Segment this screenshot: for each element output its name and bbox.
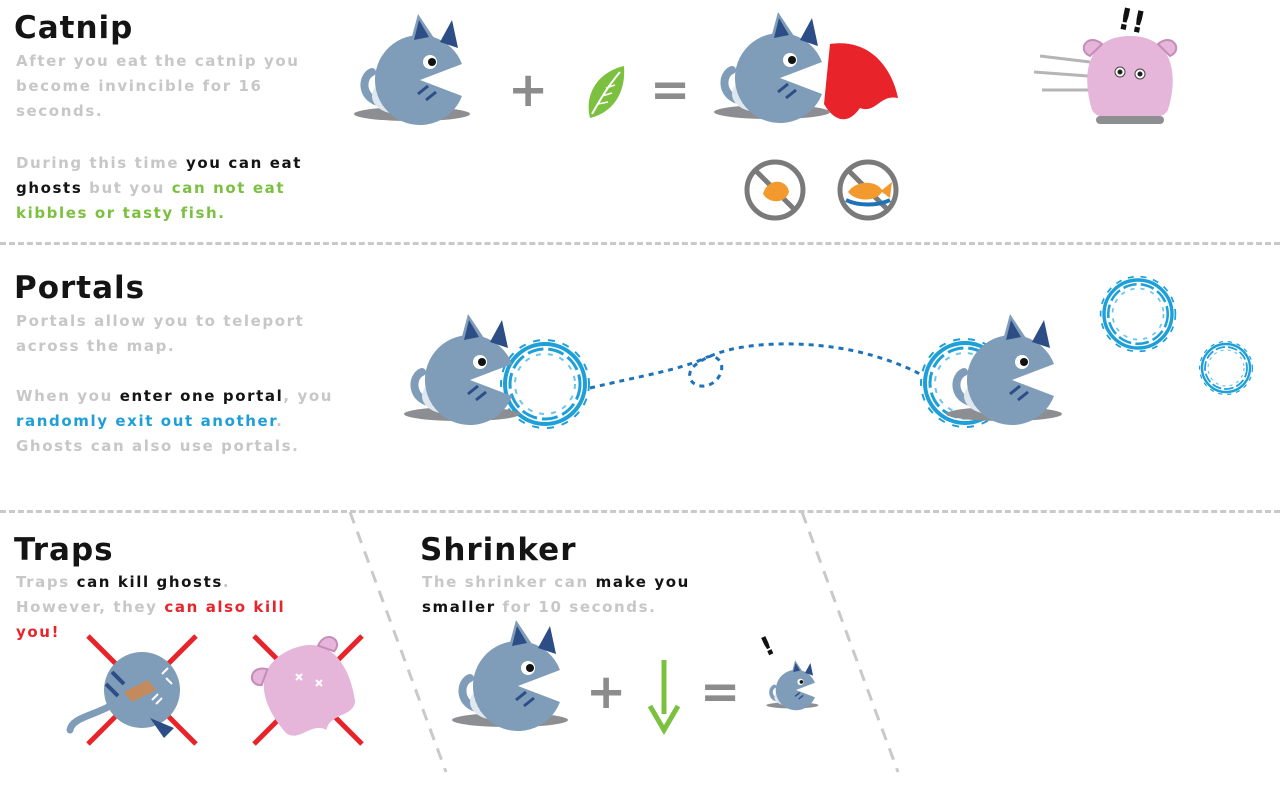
portal-icon xyxy=(919,337,1011,429)
shrinker-description: The shrinker can make you smaller for 10… xyxy=(422,570,752,620)
no-kibble-icon xyxy=(775,190,776,191)
shrinker-text-1: The shrinker can xyxy=(422,573,596,591)
scared-ghost-icon xyxy=(1033,35,1178,125)
no-fish-icon xyxy=(868,190,869,191)
small-cat-icon xyxy=(764,658,821,713)
shrinker-highlight-smaller: make you smaller xyxy=(422,573,690,616)
catnip-description: After you eat the catnip you become invi… xyxy=(16,52,300,120)
portals-heading: Portals xyxy=(14,270,146,306)
catnip-rules-text-1: During this time xyxy=(16,154,186,172)
plus-sign: + xyxy=(586,664,627,720)
portal-icon xyxy=(1098,274,1178,354)
shrinker-text-2: for 10 seconds. xyxy=(495,598,657,616)
catnip-rules-highlight-eat-ghosts: you can eat ghosts xyxy=(16,154,302,197)
section-divider-2 xyxy=(0,510,1280,513)
cat-icon xyxy=(420,80,421,81)
portals-rules-highlight-enter: enter one portal xyxy=(119,387,284,405)
catnip-heading: Catnip xyxy=(14,10,134,46)
traps-highlight-kill-ghosts: can kill ghosts xyxy=(76,573,223,591)
caped-cat-icon xyxy=(780,78,898,79)
small-cat-alert-mark: ! xyxy=(756,630,780,664)
equals-sign: = xyxy=(700,664,741,720)
catnip-rules-highlight-no-food: can not eat kibbles or tasty fish. xyxy=(16,179,286,222)
portals-rules-text-3: . Ghosts can also use portals. xyxy=(16,412,300,455)
portal-icon xyxy=(1198,340,1254,396)
traps-highlight-kill-you: can also kill you xyxy=(16,598,286,641)
portals-description: Portals allow you to teleport across the… xyxy=(16,312,305,355)
portal-path xyxy=(589,342,921,390)
catnip-rules-text-2: but you xyxy=(82,179,172,197)
shrinker-heading: Shrinker xyxy=(420,532,577,568)
traps-text-2: . However, they xyxy=(16,573,231,616)
dead-cat-icon xyxy=(66,652,180,738)
traps-heading: Traps xyxy=(14,532,114,568)
portals-rules-highlight-exit: randomly exit out another xyxy=(16,412,277,430)
portal-icon xyxy=(499,338,591,430)
catnip-leaf-icon xyxy=(588,66,625,118)
dead-ghost-icon xyxy=(246,629,370,751)
cat-icon xyxy=(470,380,471,381)
cat-icon xyxy=(1012,380,1013,381)
traps-text-3: ! xyxy=(51,623,61,641)
traps-text-1: Traps xyxy=(16,573,77,591)
catnip-rules: During this time you can eat ghosts but … xyxy=(16,151,346,226)
shrink-arrow-icon xyxy=(647,660,681,735)
plus-sign: + xyxy=(508,62,549,118)
traps-description: Traps can kill ghosts. However, they can… xyxy=(16,570,326,645)
equals-sign: = xyxy=(650,62,691,118)
portals-rules-text-1: When you xyxy=(16,387,120,405)
ghost-alert-marks: !! xyxy=(1114,1,1149,42)
cat-icon xyxy=(518,686,519,687)
section-divider-1 xyxy=(0,242,1280,245)
portals-rules-text-2: , you xyxy=(283,387,334,405)
portals-rules: When you enter one portal, you randomly … xyxy=(16,384,356,459)
section-divider-slant-1 xyxy=(348,511,900,773)
